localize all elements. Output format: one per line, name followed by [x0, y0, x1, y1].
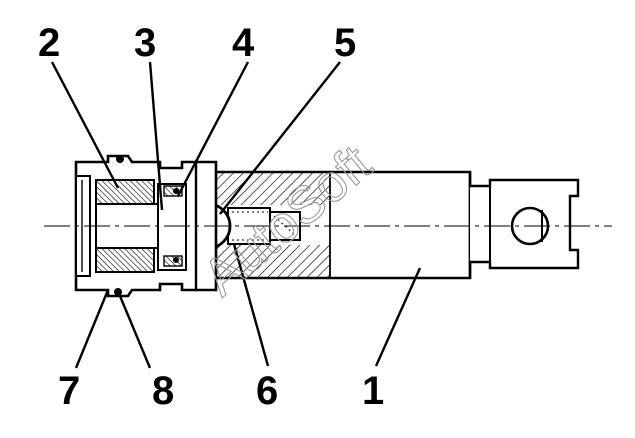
shaft-end — [470, 178, 580, 270]
o-ring-bottom — [114, 288, 122, 296]
leader-1 — [374, 267, 422, 367]
leader-3 — [148, 61, 164, 211]
leader-lines — [50, 61, 422, 369]
callout-6: 6 — [256, 369, 278, 413]
callout-4: 4 — [232, 21, 255, 65]
callout-1: 1 — [362, 369, 384, 413]
leader-4 — [176, 61, 250, 197]
leader-5 — [219, 61, 341, 215]
callout-8: 8 — [152, 369, 174, 413]
callout-3: 3 — [134, 21, 156, 65]
leader-8 — [118, 295, 152, 369]
o-ring-inner-bottom — [173, 257, 179, 263]
o-ring-top — [116, 155, 124, 163]
leader-7 — [74, 289, 110, 369]
leader-2 — [50, 61, 120, 189]
seal-ring-bottom — [163, 255, 183, 267]
leader-6 — [232, 243, 270, 367]
sleeve-hatched-top — [95, 179, 155, 205]
callout-5: 5 — [334, 21, 356, 65]
o-ring-inner-top — [173, 188, 179, 194]
sleeve-hatched-bottom — [95, 247, 155, 273]
callout-2: 2 — [38, 21, 60, 65]
callout-7: 7 — [58, 369, 80, 413]
